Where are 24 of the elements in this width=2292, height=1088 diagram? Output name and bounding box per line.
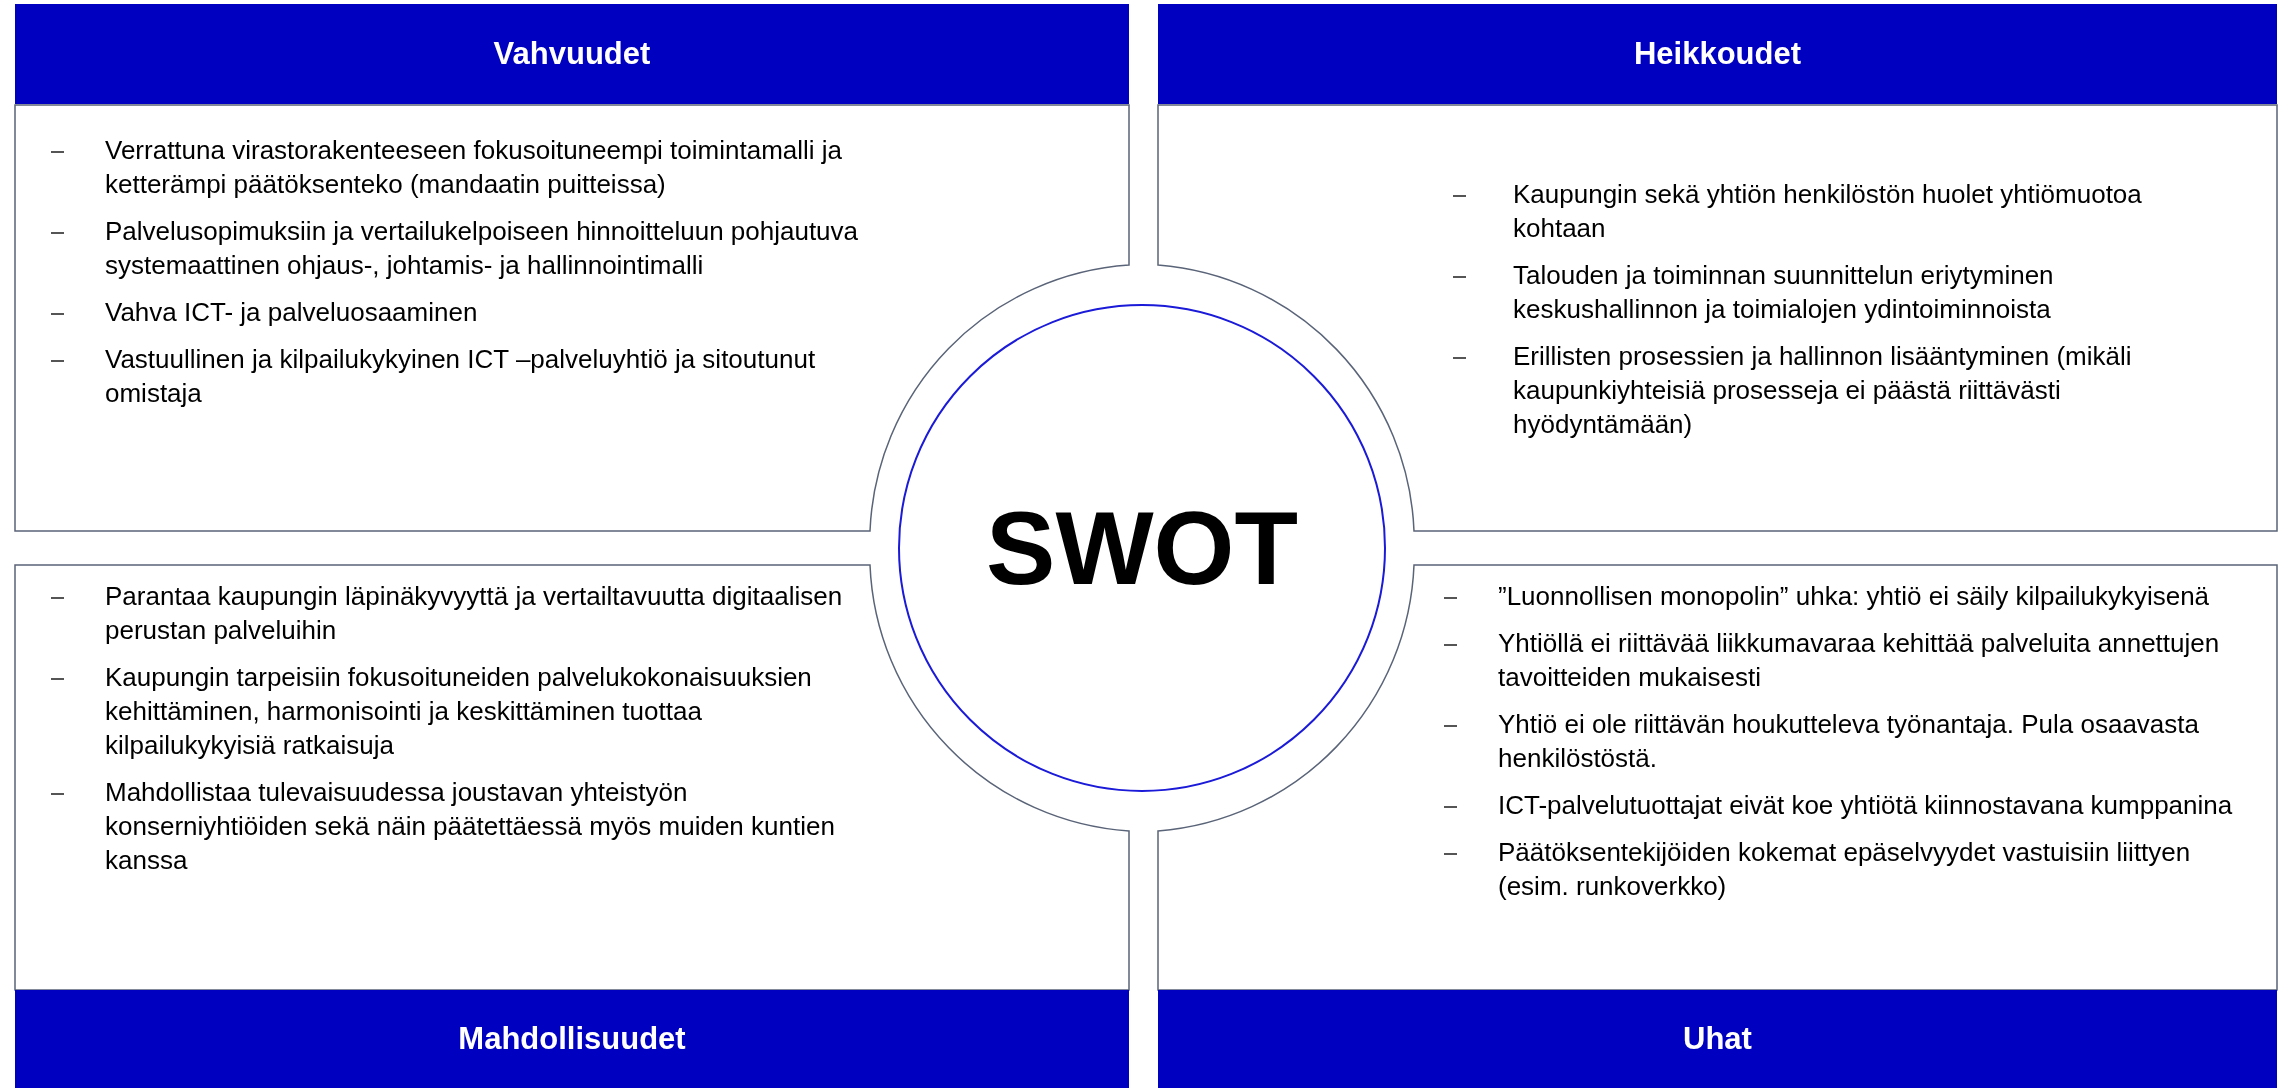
list-item-text: Erillisten prosessien ja hallinnon lisääntyminen (mikäli kaupunkiyhteisiä prosesseja ei päästä riittävästi hyödyntämään): [1513, 341, 2132, 439]
list-item-text: Vahva ICT- ja palveluosaaminen: [105, 297, 478, 327]
list-item-text: Verrattuna virastorakenteeseen fokusoituneempi toimintamalli ja ketterämpi päätöksenteko (mandaatin puitteissa): [105, 135, 843, 199]
section-header-bar: [15, 4, 1129, 104]
list-item-text: Palvelusopimuksiin ja vertailukelpoiseen hinnoitteluun pohjautuva systemaattinen ohjaus-, johtamis- ja hallinnointimalli: [105, 216, 859, 280]
list-item-text: Päätöksentekijöiden kokemat epäselvyydet vastuisiin liittyen (esim. runkoverkko): [1498, 837, 2191, 901]
section-header-bar: [15, 990, 1129, 1088]
section-header-bar: [1158, 4, 2277, 104]
list-item-text: Kaupungin tarpeisiin fokusoituneiden palvelukokonaisuuksien kehittäminen, harmonisointi ja keskittäminen tuottaa kilpailukykyisiä ratkaisuja: [105, 662, 812, 760]
center-title: SWOT: [986, 488, 1298, 608]
section-heading: Vahvuudet: [493, 36, 651, 72]
list-item-text: Kaupungin sekä yhtiön henkilöstön huolet yhtiömuotoa kohtaan: [1513, 179, 2142, 243]
section-heading: Heikkoudet: [1633, 36, 1802, 72]
section-heading: Uhat: [1683, 1021, 1752, 1057]
section-heading: Mahdollisuudet: [458, 1021, 686, 1057]
list-item-text: Yhtiöllä ei riittävää liikkumavaraa kehittää palveluita annettujen tavoitteiden mukaisesti: [1498, 628, 2220, 692]
list-item-text: ”Luonnollisen monopolin” uhka: yhtiö ei säily kilpailukykyisenä: [1498, 581, 2210, 611]
list-item-text: Parantaa kaupungin läpinäkyvyyttä ja vertailtavuutta digitaalisen perustan palveluihin: [105, 581, 843, 645]
list-item-text: Talouden ja toiminnan suunnittelun eriytyminen keskushallinnon ja toimialojen ydintoiminnoista: [1513, 260, 2054, 324]
section-header-bar: [1158, 990, 2277, 1088]
list-item-text: Mahdollistaa tulevaisuudessa joustavan yhteistyön konserniyhtiöiden sekä näin päätettäessä myös muiden kuntien kanssa: [105, 777, 835, 875]
list-item-text: ICT-palvelutuottajat eivät koe yhtiötä kiinnostavana kumppanina: [1498, 790, 2233, 820]
list-item-text: Yhtiö ei ole riittävän houkutteleva työnantaja. Pula osaavasta henkilöstöstä.: [1498, 709, 2199, 773]
list-item-text: Vastuullinen ja kilpailukykyinen ICT –palveluyhtiö ja sitoutunut omistaja: [105, 344, 816, 408]
